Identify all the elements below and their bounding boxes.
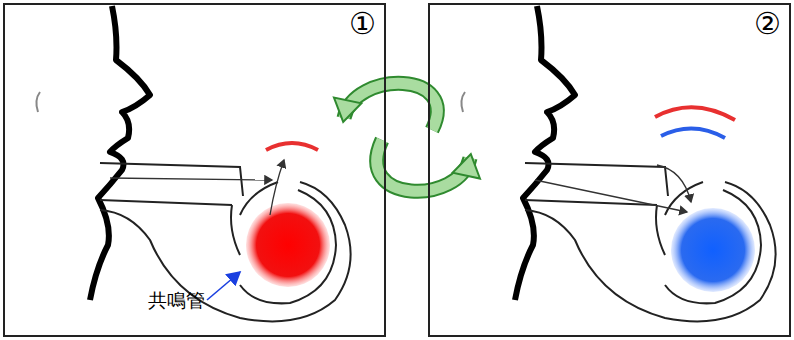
panel-box: ② — [428, 3, 791, 337]
panel-number: ② — [754, 7, 781, 40]
panel-two-art — [461, 6, 775, 321]
panel-one-art — [36, 6, 350, 321]
panel-number: ① — [349, 7, 376, 40]
panel-box: ① — [3, 3, 386, 337]
part-label: 共鳴管 — [148, 288, 205, 314]
